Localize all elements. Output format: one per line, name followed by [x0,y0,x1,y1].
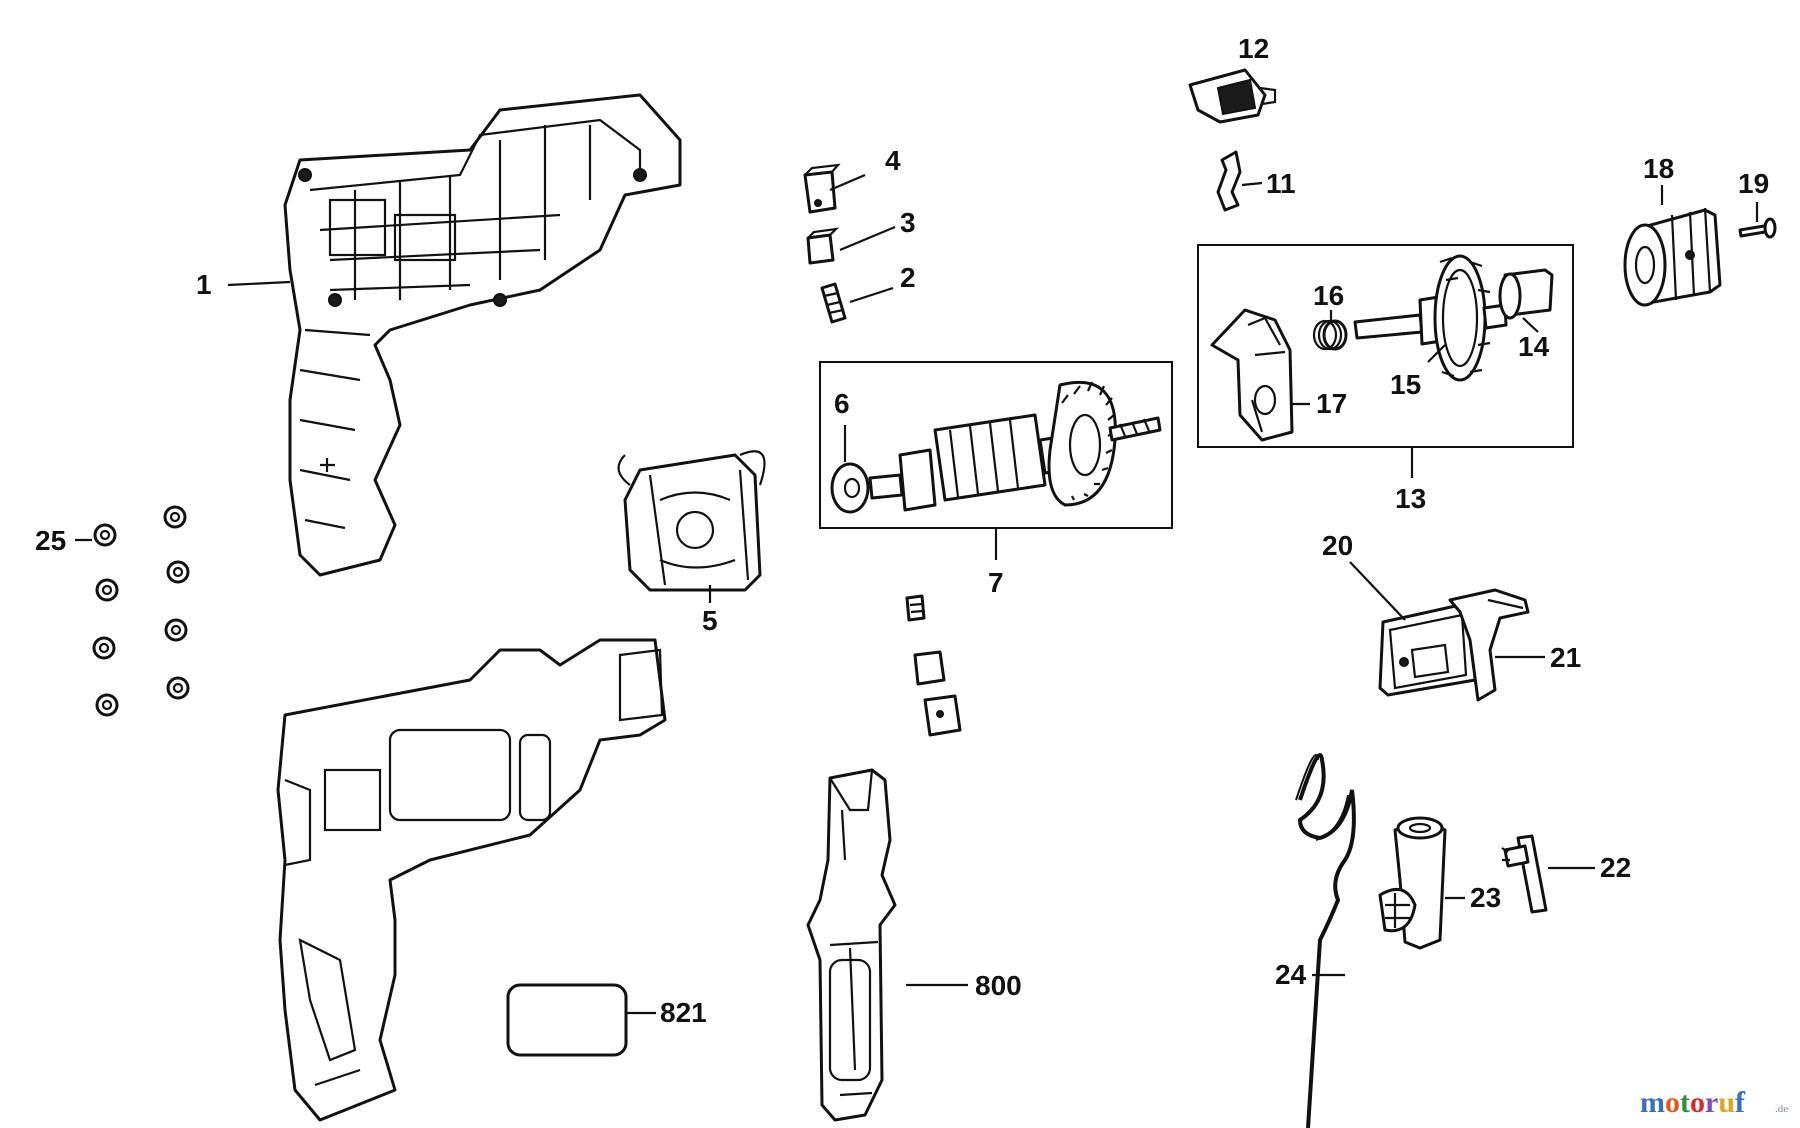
part-loose-brush-set [905,594,962,737]
callout-800: 800 [975,970,1022,1001]
watermark-letter: u [1718,1086,1735,1119]
part-7-armature [868,380,1162,512]
callout-3: 3 [900,207,916,238]
watermark-suffix: .de [1775,1103,1788,1115]
leader-lines [75,173,1759,1015]
watermark-logo: motoruf .de [1640,1086,1788,1119]
part-22-chuck-key [1501,834,1548,914]
part-housing-half-outer [276,638,667,1122]
watermark-letter: m [1640,1086,1665,1119]
callout-labels: 1 2 3 4 5 6 7 11 12 13 14 15 16 17 18 19… [35,33,1769,1028]
callout-24: 24 [1275,959,1307,990]
part-4-brush-holder [803,163,841,214]
callout-15: 15 [1390,369,1421,400]
part-6-washer [830,462,870,514]
callout-17: 17 [1316,388,1347,419]
part-3-carbon-brush [806,227,840,265]
callout-25: 25 [35,525,66,556]
part-800-side-handle [806,768,897,1122]
part-5-field-stator [617,450,766,592]
callout-19: 19 [1738,168,1769,199]
callout-5: 5 [702,605,718,636]
part-25-screws [92,505,190,717]
callout-23: 23 [1470,882,1501,913]
part-12-slider [1188,68,1277,124]
part-18-chuck [1623,207,1722,307]
part-19-screw [1738,217,1777,239]
callout-21: 21 [1550,642,1581,673]
watermark-wordmark: motoruf [1640,1086,1746,1119]
callout-7: 7 [988,567,1004,598]
callout-13: 13 [1395,483,1426,514]
watermark-letter: o [1665,1086,1680,1119]
callout-11: 11 [1266,168,1296,199]
callout-1: 1 [196,269,212,300]
part-1-housing-half [283,93,682,577]
part-14-bushing [1498,268,1554,320]
part-17-gear-housing [1210,308,1294,442]
part-821-label [506,983,628,1057]
watermark-letter: t [1680,1086,1690,1119]
part-11-lever [1216,150,1242,212]
assembly-box-13 [1197,244,1574,448]
callout-821: 821 [660,997,707,1028]
part-23-clamp [1378,816,1447,950]
watermark-letter: f [1735,1086,1746,1119]
callout-18: 18 [1643,153,1674,184]
callout-12: 12 [1238,33,1269,64]
watermark-letter: r [1705,1086,1718,1119]
part-15-spindle-gear [1353,254,1508,382]
part-21-trigger [1448,588,1530,702]
callout-4: 4 [885,145,901,176]
callout-22: 22 [1600,852,1631,883]
part-16-spring [1312,319,1348,351]
callout-2: 2 [900,262,916,293]
callout-14: 14 [1518,331,1550,362]
watermark-letter: o [1690,1086,1705,1119]
part-2-brush-spring [820,282,847,324]
part-24-depth-rod [1295,753,1356,1128]
callout-16: 16 [1313,280,1344,311]
callout-6: 6 [834,388,850,419]
callout-20: 20 [1322,530,1353,561]
